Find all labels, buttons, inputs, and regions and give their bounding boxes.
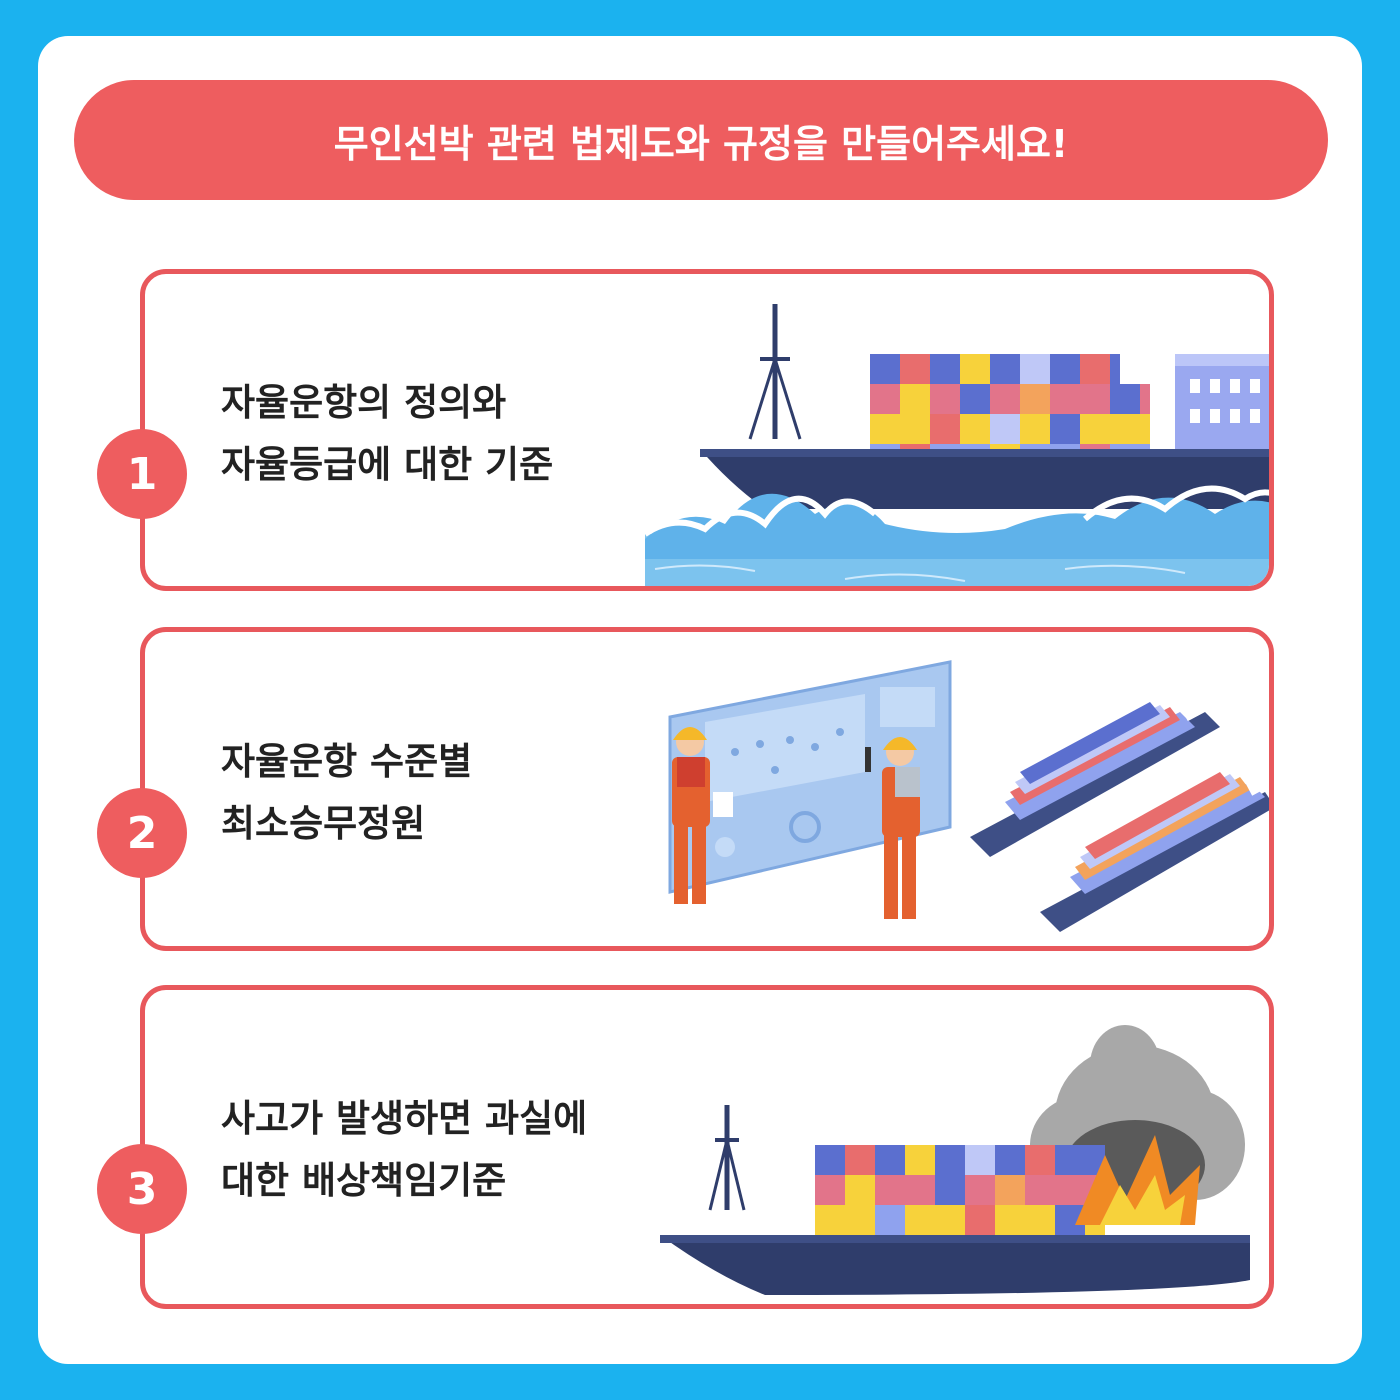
item-1-line-1: 자율운항의 정의와 (221, 381, 507, 424)
item-card-3: 사고가 발생하면 과실에 대한 배상책임기준 (140, 985, 1274, 1309)
item-1-line-2: 자율등급에 대한 기준 (221, 443, 554, 486)
item-2-line-2: 최소승무정원 (221, 802, 426, 845)
item-2-number-badge: 2 (97, 788, 187, 878)
workers-control-panel-illustration (668, 660, 952, 919)
page-title: 무인선박 관련 법제도와 규정을 만들어주세요! (333, 121, 1069, 166)
container-ship-waves-illustration (645, 304, 1269, 586)
title-banner: 무인선박 관련 법제도와 규정을 만들어주세요! (74, 80, 1328, 200)
item-3-number-badge: 3 (97, 1144, 187, 1234)
main-card: 무인선박 관련 법제도와 규정을 만들어주세요! 자율운항의 정의와 자율등급에… (38, 36, 1362, 1364)
item-3-text: 사고가 발생하면 과실에 대한 배상책임기준 (221, 1088, 587, 1212)
item-3-line-2: 대한 배상책임기준 (221, 1159, 507, 1202)
item-card-1: 자율운항의 정의와 자율등급에 대한 기준 (140, 269, 1274, 591)
item-3-line-1: 사고가 발생하면 과실에 (221, 1097, 588, 1140)
item-1-number-badge: 1 (97, 429, 187, 519)
isometric-ships-illustration (970, 686, 1269, 932)
item-2-text: 자율운항 수준별 최소승무정원 (221, 731, 472, 855)
container-ship-explosion-illustration (660, 1025, 1250, 1295)
item-2-line-1: 자율운항 수준별 (221, 740, 473, 783)
item-card-2: 자율운항 수준별 최소승무정원 (140, 627, 1274, 951)
item-1-text: 자율운항의 정의와 자율등급에 대한 기준 (221, 372, 553, 496)
